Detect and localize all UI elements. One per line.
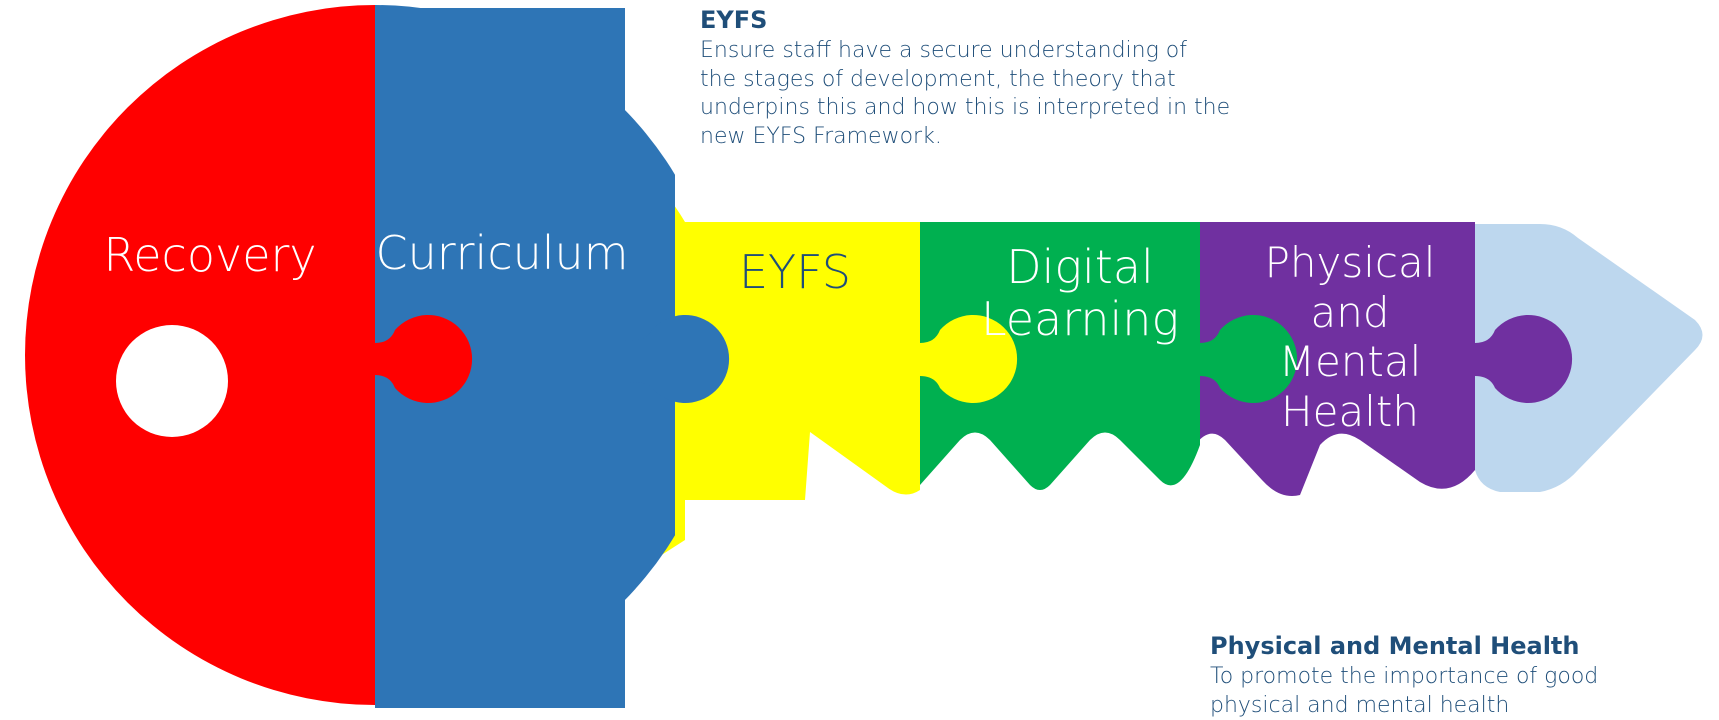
curriculum-label: Curriculum [375, 226, 629, 280]
knob-purple [1475, 315, 1573, 404]
eyfs-callout-body: Ensure staff have a secure understanding… [700, 37, 1320, 151]
health-callout: Physical and Mental Health To promote th… [1210, 632, 1710, 720]
health-callout-body: To promote the importance of good physic… [1210, 663, 1710, 720]
health-label-line: Health [1281, 386, 1419, 436]
callout-line: physical and mental health [1210, 692, 1510, 718]
callout-line: To promote the importance of good [1210, 664, 1599, 689]
tip-piece [1475, 224, 1703, 492]
knob-red [375, 315, 473, 403]
health-piece [1195, 222, 1475, 496]
physical-mental-health-label: Physical and Mental Health [1240, 238, 1460, 436]
keyhole [116, 325, 228, 437]
eyfs-label: EYFS [738, 245, 851, 299]
digital-label-line: Digital [1006, 240, 1154, 294]
digital-learning-label: Digital Learning [975, 240, 1185, 346]
callout-line: the stages of development, the theory th… [700, 66, 1176, 92]
eyfs-callout-heading: EYFS [700, 6, 768, 34]
digital-label-line: Learning [980, 291, 1180, 346]
health-label-line: Physical [1264, 238, 1436, 287]
recovery-label: Recovery [103, 228, 317, 282]
knob-yellow [920, 315, 1018, 404]
callout-line: underpins this and how this is interpret… [700, 95, 1231, 121]
knob-green [1200, 315, 1298, 404]
digital-piece [920, 222, 1200, 490]
eyfs-piece [600, 120, 920, 588]
health-label-line: Mental [1278, 337, 1422, 387]
knob-blue [625, 315, 730, 403]
callout-line: Ensure staff have a secure understanding… [700, 38, 1187, 63]
callout-line: new EYFS Framework. [700, 123, 942, 149]
eyfs-callout: EYFS Ensure staff have a secure understa… [700, 6, 1320, 151]
health-callout-heading: Physical and Mental Health [1210, 632, 1580, 660]
health-label-line: and [1310, 287, 1390, 337]
